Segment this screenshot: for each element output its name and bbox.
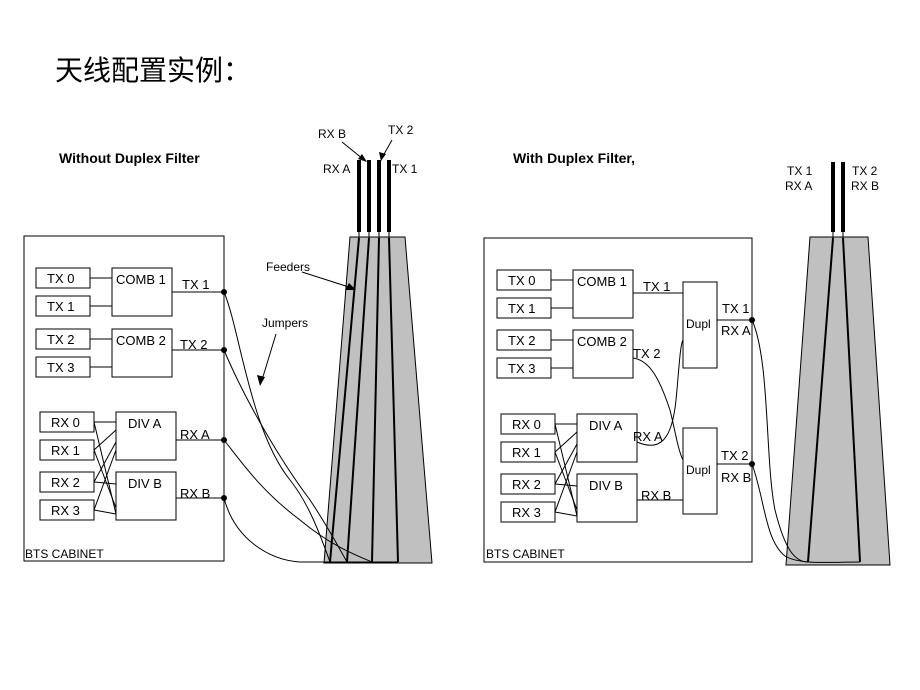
right-antenna-masts <box>831 162 845 232</box>
right-feeders <box>807 237 861 563</box>
right-diva-label: DIV A <box>589 418 623 433</box>
left-jumpers-label: Jumpers <box>262 316 308 330</box>
left-port-tx1-label: TX 1 <box>182 277 209 292</box>
left-rx2-label: RX 2 <box>51 475 80 490</box>
right-comb2-label: COMB 2 <box>577 334 627 349</box>
right-port2-rx-label: RX B <box>721 470 751 485</box>
right-tx2-label: TX 2 <box>508 333 535 348</box>
right-port1-tx-label: TX 1 <box>722 301 749 316</box>
right-antenna-tx1-label: TX 1 <box>787 164 813 178</box>
right-antenna-tx2-label: TX 2 <box>852 164 878 178</box>
right-dupl2-box <box>682 427 718 515</box>
right-antenna-rxb-label: RX B <box>851 179 879 193</box>
left-antenna-rxb-label: RX B <box>318 127 346 141</box>
left-bts-cabinet <box>23 235 225 562</box>
left-feeders-label: Feeders <box>266 260 310 274</box>
right-cabinet-label: BTS CABINET <box>486 547 565 561</box>
right-rx0-label: RX 0 <box>512 417 541 432</box>
right-wire-rxa-label: RX A <box>633 429 663 444</box>
left-antenna-masts <box>357 160 391 232</box>
left-diva-box <box>115 411 177 461</box>
right-port2-tx-label: TX 2 <box>721 448 748 463</box>
right-rx2-label: RX 2 <box>512 477 541 492</box>
left-heading: Without Duplex Filter <box>59 150 200 166</box>
left-tx0-label: TX 0 <box>47 271 74 286</box>
left-comb2-label: COMB 2 <box>116 333 166 348</box>
right-port1-rx-label: RX A <box>721 323 751 338</box>
left-rx0-label: RX 0 <box>51 415 80 430</box>
right-diva-box <box>576 413 638 463</box>
left-antenna-rxa-label: RX A <box>323 162 350 176</box>
right-antenna-rxa-label: RX A <box>785 179 812 193</box>
right-tx1-label: TX 1 <box>508 301 535 316</box>
right-dupl1-box <box>682 281 718 369</box>
left-tx1-label: TX 1 <box>47 299 74 314</box>
left-tx3-label: TX 3 <box>47 360 74 375</box>
left-rx1-label: RX 1 <box>51 443 80 458</box>
right-rx-crossing-wires <box>554 423 578 517</box>
left-divb-label: DIV B <box>128 476 162 491</box>
right-diagram: With Duplex Filter, BTS CABINET TX 0 TX … <box>483 150 891 566</box>
left-port-rxb-label: RX B <box>180 486 210 501</box>
right-divb-box <box>576 473 638 523</box>
left-comb2-box <box>111 328 173 378</box>
left-divb-box <box>115 471 177 521</box>
left-port-tx2-label: TX 2 <box>180 337 207 352</box>
left-diagram: Without Duplex Filter BTS CABINET TX 0 T… <box>23 123 433 564</box>
page-title: 天线配置实例： <box>55 54 251 87</box>
right-comb1-box <box>572 269 634 319</box>
right-bts-cabinet <box>483 237 753 563</box>
left-jumpers <box>223 291 398 563</box>
left-feeders <box>329 237 399 563</box>
right-divb-label: DIV B <box>589 478 623 493</box>
right-tx0-label: TX 0 <box>508 273 535 288</box>
left-cabinet-label: BTS CABINET <box>25 547 104 561</box>
right-comb1-label: COMB 1 <box>577 274 627 289</box>
right-rx3-label: RX 3 <box>512 505 541 520</box>
right-tx3-label: TX 3 <box>508 361 535 376</box>
right-comb2-box <box>572 329 634 379</box>
right-wire-tx2-label: TX 2 <box>633 346 660 361</box>
right-dupl2-label: Dupl <box>686 463 711 477</box>
right-jumpers <box>751 319 861 563</box>
left-port-rxa-label: RX A <box>180 427 210 442</box>
left-rx3-label: RX 3 <box>51 503 80 518</box>
left-antenna-tx1-label: TX 1 <box>392 162 418 176</box>
left-comb1-label: COMB 1 <box>116 272 166 287</box>
right-antenna-tower <box>785 236 891 566</box>
left-diva-label: DIV A <box>128 416 162 431</box>
right-rx1-label: RX 1 <box>512 445 541 460</box>
left-rx-crossing-wires <box>93 421 117 515</box>
left-antenna-tx2-label: TX 2 <box>388 123 414 137</box>
right-wire-rxb-label: RX B <box>641 488 671 503</box>
right-wire-tx1-label: TX 1 <box>643 279 670 294</box>
right-heading: With Duplex Filter, <box>513 150 635 166</box>
left-tx2-label: TX 2 <box>47 332 74 347</box>
right-dupl1-label: Dupl <box>686 317 711 331</box>
